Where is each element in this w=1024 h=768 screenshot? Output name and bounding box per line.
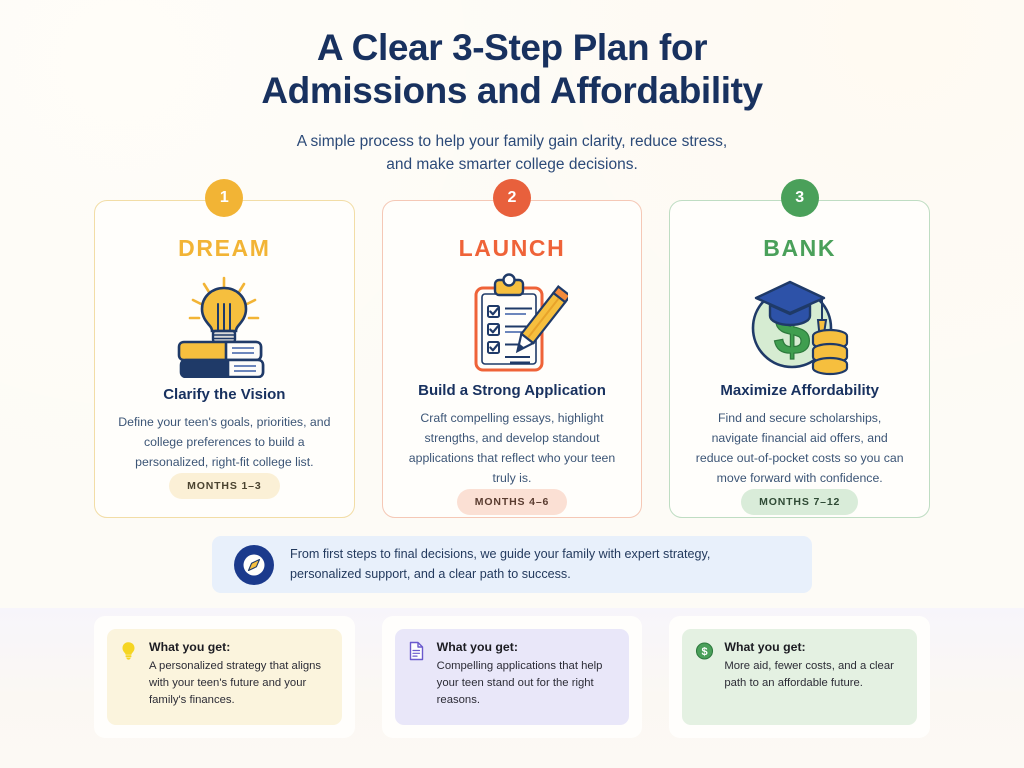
step-badge-1: 1 <box>205 179 244 217</box>
outcome-card-2[interactable]: What you get: Compelling applications th… <box>381 616 643 738</box>
step-heading-3: Maximize Affordability <box>720 382 879 399</box>
dollar-circle-icon: $ <box>695 640 715 714</box>
banner-line-1: From first steps to final decisions, we … <box>290 547 711 562</box>
step-tag-1: DREAM <box>178 235 271 261</box>
step-heading-1: Clarify the Vision <box>163 386 286 403</box>
step-card-dream[interactable]: 1 DREAM <box>94 179 355 518</box>
compass-leaf-icon <box>234 544 274 585</box>
step-heading-2: Build a Strong Application <box>418 382 606 399</box>
guidance-banner: From first steps to final decisions, we … <box>212 536 812 593</box>
outcome-card-1[interactable]: What you get: A personalized strategy th… <box>94 616 355 738</box>
page-title: A Clear 3-Step Plan for Admissions and A… <box>0 26 1024 113</box>
step-badge-3: 3 <box>780 179 819 217</box>
banner-line-2: personalized support, and a clear path t… <box>290 566 571 581</box>
outcome-label-2: What you get: <box>436 640 518 654</box>
outcome-label-1: What you get: <box>149 640 231 654</box>
document-icon <box>408 640 428 714</box>
lightbulb-on-books-icon <box>168 272 280 380</box>
step-pill-3: MONTHS 7–12 <box>741 488 859 515</box>
graduation-dollar-coins-icon: $ <box>744 272 856 376</box>
title-line-1: A Clear 3-Step Plan for <box>316 27 708 68</box>
svg-text:$: $ <box>702 646 708 658</box>
step-body-2: Craft compelling essays, highlight stren… <box>408 411 616 485</box>
header: A Clear 3-Step Plan for Admissions and A… <box>0 26 1024 177</box>
step-body-1: Define your teen's goals, priorities, an… <box>118 415 331 469</box>
step-card-launch[interactable]: 2 LAUNCH <box>381 179 643 518</box>
outcome-card-3[interactable]: $ What you get: More aid, fewer costs, a… <box>669 616 931 738</box>
title-line-2: Admissions and Affordability <box>261 70 763 112</box>
step-cards: 1 DREAM <box>94 179 931 518</box>
step-badge-2: 2 <box>493 179 531 217</box>
step-tag-3: BANK <box>763 235 837 261</box>
banner-text: From first steps to final decisions, we … <box>290 545 710 584</box>
outcome-label-3: What you get: <box>724 640 806 654</box>
outcome-text-1: A personalized strategy that aligns with… <box>149 660 322 707</box>
outcome-text-2: Compelling applications that help your t… <box>436 660 603 707</box>
page-subtitle: A simple process to help your family gai… <box>0 130 1024 177</box>
subtitle-line-1: A simple process to help your family gai… <box>296 132 728 150</box>
outcome-cards: What you get: A personalized strategy th… <box>94 616 931 738</box>
step-body-3: Find and secure scholarships, navigate f… <box>695 411 904 485</box>
step-pill-2: MONTHS 4–6 <box>456 488 568 515</box>
clipboard-checklist-pencil-icon <box>456 272 568 376</box>
step-pill-1: MONTHS 1–3 <box>169 473 280 499</box>
step-tag-2: LAUNCH <box>458 235 566 261</box>
step-card-bank[interactable]: 3 BANK $ <box>669 179 931 518</box>
subtitle-line-2: and make smarter college decisions. <box>386 156 638 174</box>
outcome-text-3: More aid, fewer costs, and a clear path … <box>724 660 894 690</box>
lightbulb-icon <box>120 640 140 714</box>
